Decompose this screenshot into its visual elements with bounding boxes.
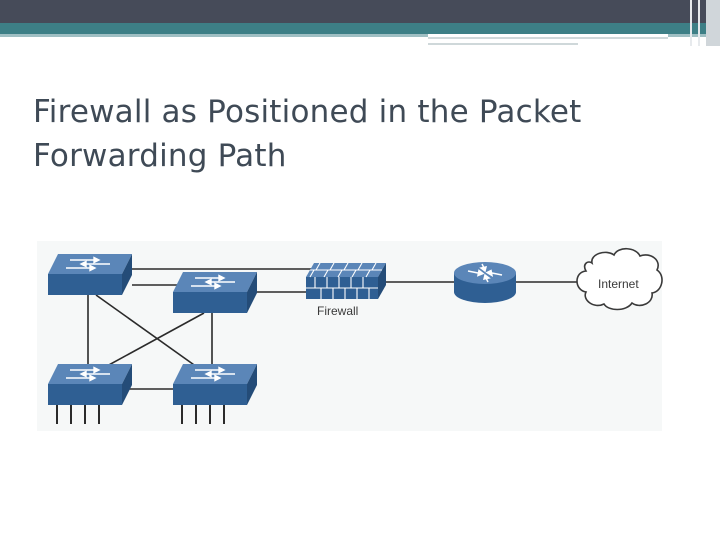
header-dark-bar <box>0 0 720 23</box>
slide-title-line-2: Forwarding Path <box>33 138 287 174</box>
link-group <box>87 268 578 390</box>
internet-label: Internet <box>598 277 639 291</box>
router-icon <box>454 262 516 303</box>
switch-icon <box>48 254 132 295</box>
slide-title-line-1: Firewall as Positioned in the Packet <box>33 94 582 130</box>
header-right-stripe-3 <box>706 0 720 46</box>
link-switch2-switch3 <box>95 312 205 373</box>
header-teal-bar <box>0 23 720 34</box>
header-right-stripe-1 <box>690 0 692 46</box>
header-accent-line <box>0 34 720 37</box>
switch-icon <box>48 364 132 405</box>
firewall-icon <box>306 262 386 299</box>
switch-icon <box>173 364 257 405</box>
link-switch1-switch4 <box>95 294 205 373</box>
header-band <box>0 0 720 46</box>
header-notch-line-2 <box>428 43 578 45</box>
header-notch-line-1 <box>428 37 668 39</box>
firewall-label: Firewall <box>317 304 358 318</box>
endpoint-drops <box>56 405 225 424</box>
switch-icon <box>173 272 257 313</box>
internet-cloud-icon: Internet <box>576 247 663 311</box>
header-right-stripe-2 <box>698 0 700 46</box>
slide-title: Firewall as Positioned in the Packet For… <box>33 90 673 178</box>
